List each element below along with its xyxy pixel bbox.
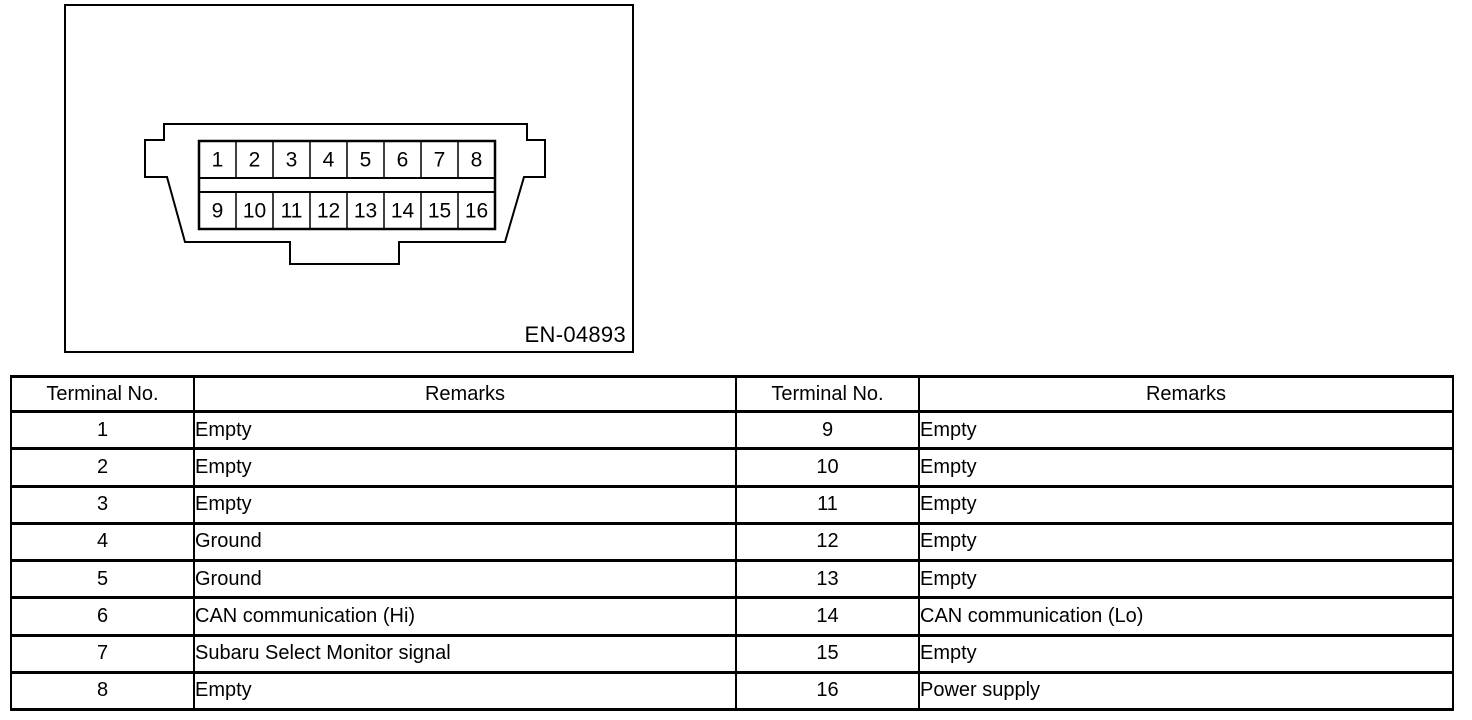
terminal-cell: 15 bbox=[735, 633, 920, 674]
remark-cell: Empty bbox=[193, 670, 737, 712]
remark-cell: CAN communication (Lo) bbox=[918, 596, 1454, 637]
remark-cell: Empty bbox=[918, 447, 1454, 488]
connector-outline bbox=[144, 123, 546, 265]
pin-number: 6 bbox=[397, 149, 409, 172]
pin-number: 2 bbox=[249, 149, 261, 172]
table-row: 5 Ground 13 Empty bbox=[10, 558, 1454, 600]
terminal-cell: 9 bbox=[735, 409, 920, 451]
table-row: 7 Subaru Select Monitor signal 15 Empty bbox=[10, 633, 1454, 674]
remark-cell: Ground bbox=[193, 521, 737, 563]
terminal-cell: 2 bbox=[10, 447, 195, 488]
remark-cell: Empty bbox=[918, 521, 1454, 563]
connector-figure: 1 2 3 4 5 6 7 8 9 10 11 12 13 14 15 16 E… bbox=[64, 4, 634, 353]
table-row: 4 Ground 12 Empty bbox=[10, 521, 1454, 563]
table-row: 6 CAN communication (Hi) 14 CAN communic… bbox=[10, 596, 1454, 637]
terminal-cell: 16 bbox=[735, 670, 920, 712]
table-row: 2 Empty 10 Empty bbox=[10, 447, 1454, 488]
terminal-cell: 3 bbox=[10, 484, 195, 525]
pin-number: 11 bbox=[281, 200, 303, 223]
header-terminal-no-left: Terminal No. bbox=[10, 375, 195, 413]
pin-number: 12 bbox=[317, 200, 340, 223]
terminal-table: Terminal No. Remarks Terminal No. Remark… bbox=[10, 375, 1454, 712]
pin-number: 15 bbox=[428, 200, 451, 223]
terminal-cell: 12 bbox=[735, 521, 920, 563]
remark-cell: Empty bbox=[193, 447, 737, 488]
terminal-cell: 13 bbox=[735, 558, 920, 600]
remark-cell: CAN communication (Hi) bbox=[193, 596, 737, 637]
terminal-cell: 1 bbox=[10, 409, 195, 451]
header-remarks-left: Remarks bbox=[193, 375, 737, 413]
terminal-cell: 5 bbox=[10, 558, 195, 600]
terminal-cell: 10 bbox=[735, 447, 920, 488]
pin-number: 14 bbox=[391, 200, 415, 223]
pin-number: 3 bbox=[286, 149, 298, 172]
remark-cell: Empty bbox=[918, 558, 1454, 600]
figure-code: EN-04893 bbox=[524, 322, 626, 347]
terminal-cell: 6 bbox=[10, 596, 195, 637]
pin-number: 7 bbox=[434, 149, 446, 172]
pin-number: 9 bbox=[212, 200, 224, 223]
obd-connector-diagram: 1 2 3 4 5 6 7 8 9 10 11 12 13 14 15 16 bbox=[144, 123, 546, 265]
pin-number: 10 bbox=[243, 200, 266, 223]
terminal-cell: 8 bbox=[10, 670, 195, 712]
pin-number: 13 bbox=[354, 200, 377, 223]
table-row: 3 Empty 11 Empty bbox=[10, 484, 1454, 525]
remark-cell: Empty bbox=[918, 484, 1454, 525]
remark-cell: Ground bbox=[193, 558, 737, 600]
table-row: 8 Empty 16 Power supply bbox=[10, 670, 1454, 712]
remark-cell: Power supply bbox=[918, 670, 1454, 712]
pin-number: 8 bbox=[471, 149, 483, 172]
header-terminal-no-right: Terminal No. bbox=[735, 375, 920, 413]
terminal-cell: 14 bbox=[735, 596, 920, 637]
remark-cell: Empty bbox=[193, 409, 737, 451]
remark-cell: Empty bbox=[918, 633, 1454, 674]
pin-number: 16 bbox=[465, 200, 488, 223]
remark-cell: Empty bbox=[918, 409, 1454, 451]
pin-number: 4 bbox=[323, 149, 335, 172]
remark-cell: Empty bbox=[193, 484, 737, 525]
terminal-cell: 4 bbox=[10, 521, 195, 563]
terminal-cell: 11 bbox=[735, 484, 920, 525]
pin-grid bbox=[197, 139, 497, 231]
terminal-cell: 7 bbox=[10, 633, 195, 674]
table-row: 1 Empty 9 Empty bbox=[10, 409, 1454, 451]
pin-number: 5 bbox=[360, 149, 372, 172]
header-remarks-right: Remarks bbox=[918, 375, 1454, 413]
remark-cell: Subaru Select Monitor signal bbox=[193, 633, 737, 674]
table-header-row: Terminal No. Remarks Terminal No. Remark… bbox=[10, 375, 1454, 413]
pin-number: 1 bbox=[212, 149, 224, 172]
